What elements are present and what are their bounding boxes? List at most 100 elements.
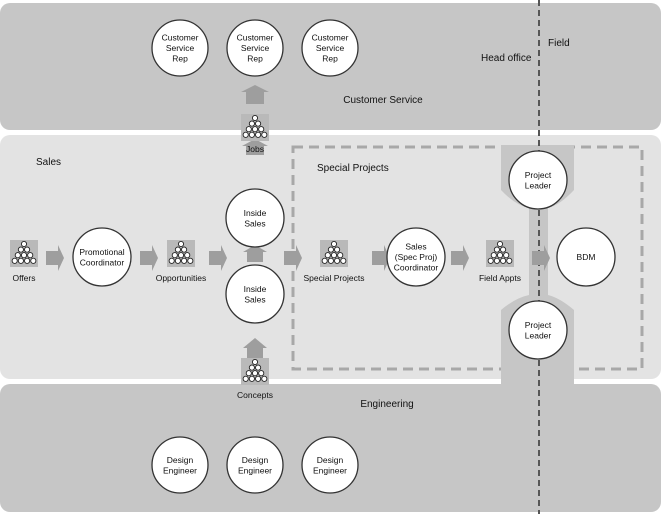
design-engineer-1-circle: [151, 436, 209, 494]
sales-spec-proj-coordinator-label-line: Coordinator: [394, 263, 439, 273]
arrow-special-projects-to-coordinator: [372, 245, 390, 271]
offers-pile: Offers: [10, 240, 38, 283]
offers-pile-item: [14, 252, 21, 259]
concepts-pile-item: [255, 364, 262, 371]
offers-pile-item: [24, 257, 31, 264]
inside-sales-bottom-label-line: Sales: [244, 294, 265, 304]
customer-service-rep-2-label-line: Customer: [237, 33, 274, 43]
jobs-pile-item: [251, 126, 259, 133]
field-appts-pile-item: [490, 252, 497, 259]
arrow-inside-sales-to-special-projects: [284, 245, 302, 271]
customer-service-rep-2-circle: [226, 19, 284, 77]
bdm-node: BDM: [556, 227, 616, 287]
inside-sales-top-circle: [225, 188, 285, 248]
design-engineer-3-label-line: Engineer: [313, 465, 347, 475]
concepts-pile-item: [248, 375, 255, 382]
field-appts-pile-item: [496, 240, 504, 248]
customer-service-label: Customer Service: [343, 95, 423, 106]
field-appts-pile-item: [500, 246, 507, 253]
field-appts-pile-item: [487, 257, 494, 264]
project-leader-bottom-circle: [508, 300, 568, 360]
jobs-pile-item: [255, 131, 262, 138]
sales-spec-proj-coordinator-label-line: Sales: [405, 242, 426, 252]
opportunities-pile-item: [168, 257, 175, 264]
inside-sales-bottom-circle: [225, 264, 285, 324]
arrow-jobs-to-customer-service: [241, 85, 269, 104]
special-projects-pile-item: [340, 257, 347, 264]
offers-pile-item: [30, 257, 37, 264]
engineering-label: Engineering: [360, 399, 413, 410]
special-projects-pile-item: [327, 257, 334, 264]
customer-service-rep-3-label-line: Service: [316, 43, 345, 53]
customer-service-rep-1-label-line: Customer: [162, 33, 199, 43]
opportunities-pile-item: [187, 257, 194, 264]
promotional-coordinator-label-line: Promotional: [79, 247, 124, 257]
special-projects-pile-item: [330, 240, 338, 248]
jobs-pile-item: [245, 126, 252, 133]
special-projects-pile-item: [321, 257, 328, 264]
concepts-pile-item: [251, 370, 259, 377]
jobs-pile-item: [251, 114, 259, 122]
special-projects-pile-item: [334, 246, 341, 253]
offers-pile-item: [24, 246, 31, 253]
opportunities-pile-label: Opportunities: [156, 273, 207, 283]
design-engineer-2-label-line: Engineer: [238, 465, 272, 475]
field-appts-pile-item: [493, 257, 500, 264]
role-nodes: CustomerServiceRepCustomerServiceRepCust…: [72, 19, 616, 494]
customer-service-rep-1-circle: [151, 19, 209, 77]
inside-sales-top-label-line: Inside: [244, 208, 267, 218]
customer-service-rep-2-label-line: Service: [241, 43, 270, 53]
sales-spec-proj-coordinator-circle: [386, 227, 446, 287]
arrow-inside-sales-to-inside-sales: [243, 245, 267, 262]
field-appts-pile-item: [503, 252, 510, 259]
offers-pile-item: [27, 252, 34, 259]
field-appts-pile-item: [493, 246, 500, 253]
field-appts-pile: Field Appts: [479, 240, 521, 283]
opportunities-pile-item: [181, 257, 188, 264]
opportunities-pile-item: [174, 257, 181, 264]
concepts-pile-item: [245, 370, 252, 377]
jobs-pile-item: [258, 126, 265, 133]
opportunities-pile-item: [184, 252, 191, 259]
opportunities-pile-item: [171, 252, 178, 259]
opportunities-pile-item: [174, 246, 181, 253]
inside-sales-bottom-label-line: Inside: [244, 284, 267, 294]
special-projects-label: Special Projects: [317, 163, 389, 174]
concepts-pile-item: [242, 375, 249, 382]
special-projects-pile-item: [330, 252, 338, 259]
design-engineer-1-label-line: Design: [167, 455, 194, 465]
concepts-pile-item: [251, 358, 259, 366]
sales-spec-proj-coordinator-node: Sales(Spec Proj)Coordinator: [386, 227, 446, 287]
arrow-concepts-to-inside-sales: [243, 338, 267, 360]
customer-service-rep-1-label-line: Service: [166, 43, 195, 53]
special-projects-pile-label: Special Projects: [304, 273, 365, 283]
jobs-pile-label: Jobs: [246, 144, 264, 154]
design-engineer-1-label-line: Engineer: [163, 465, 197, 475]
arrow-coordinator-to-field-appts: [451, 245, 469, 271]
project-leader-bottom-label-line: Project: [525, 320, 552, 330]
special-projects-pile-item: [337, 252, 344, 259]
arrow-field-appts-to-bdm: [532, 245, 550, 271]
project-leader-top-label-line: Leader: [525, 180, 552, 190]
design-engineer-3-circle: [301, 436, 359, 494]
promotional-coordinator-label-line: Coordinator: [80, 257, 125, 267]
special-projects-pile: Special Projects: [304, 240, 365, 283]
bdm-circle: [556, 227, 616, 287]
opportunities-pile: Opportunities: [156, 240, 207, 283]
field-appts-pile-label: Field Appts: [479, 273, 521, 283]
offers-pile-item: [20, 240, 28, 248]
jobs-pile: Jobs: [241, 114, 269, 154]
field-appts-pile-item: [496, 252, 504, 259]
jobs-pile-item: [248, 131, 255, 138]
opportunities-pile-item: [177, 240, 185, 248]
promotional-coordinator-circle: [72, 227, 132, 287]
